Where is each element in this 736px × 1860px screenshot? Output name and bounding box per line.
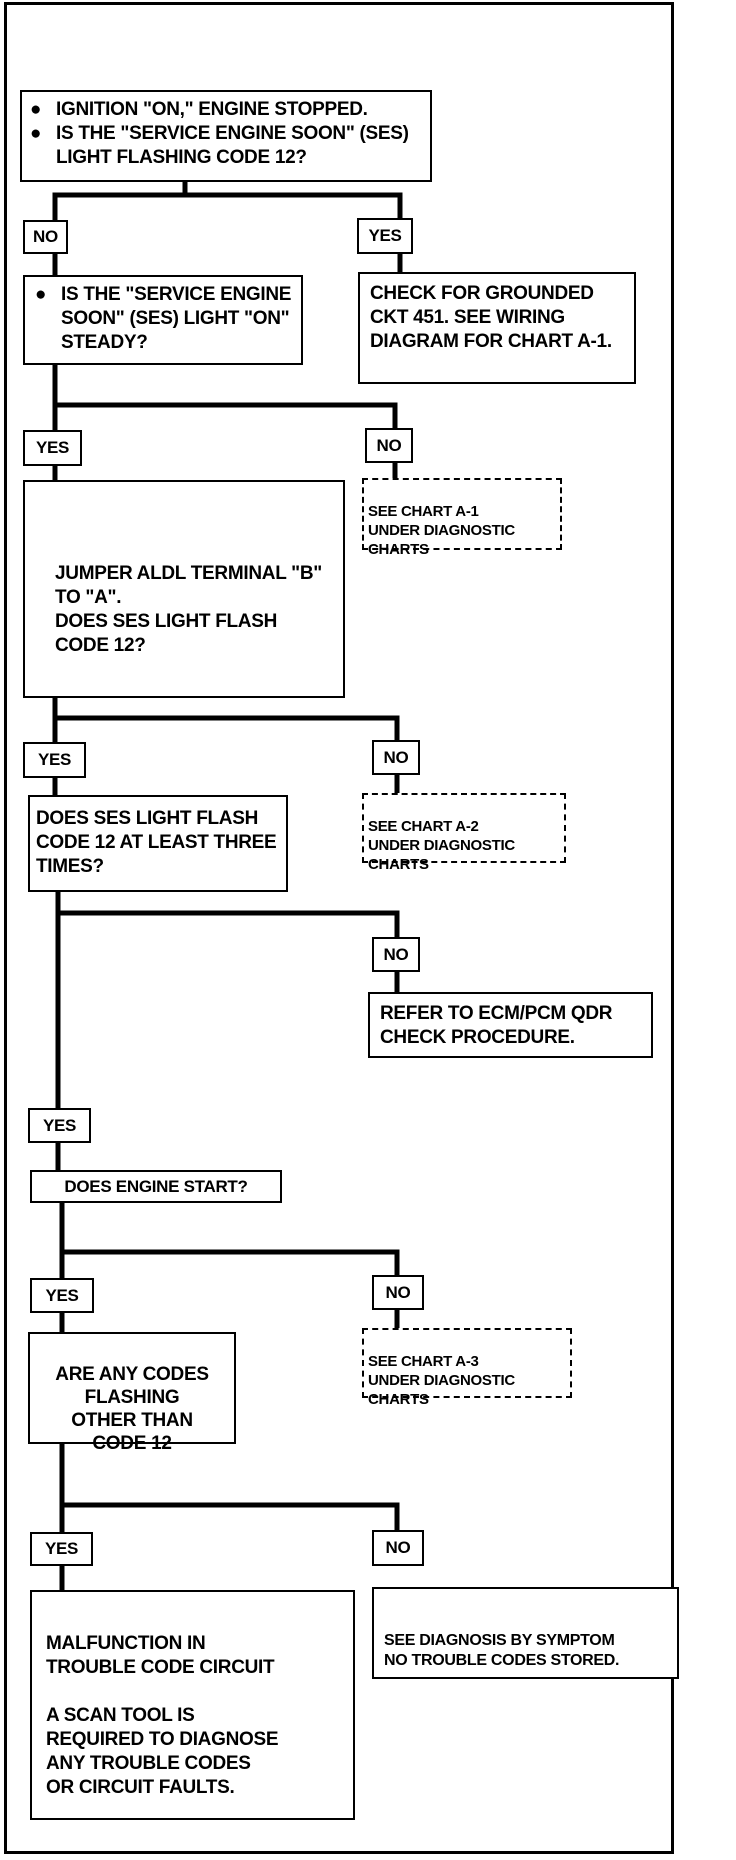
question-flash-three-times: DOES SES LIGHT FLASH CODE 12 AT LEAST TH… — [28, 795, 288, 892]
reference-chart-a1: SEE CHART A-1 UNDER DIAGNOSTIC CHARTS — [362, 478, 562, 558]
no-label-2: NO — [365, 428, 413, 463]
ref3-text: SEE CHART A-3 UNDER DIAGNOSTIC CHARTS — [368, 1353, 515, 1408]
no-label-5: NO — [372, 1275, 424, 1310]
bullet-line-1: ● IGNITION "ON," ENGINE STOPPED. — [30, 98, 422, 122]
question-jumper-aldl: JUMPER ALDL TERMINAL "B" TO "A". DOES SE… — [23, 480, 345, 698]
ref1-text: SEE CHART A-1 UNDER DIAGNOSTIC CHARTS — [368, 503, 515, 558]
yes-label-5: YES — [30, 1278, 94, 1313]
question-ignition-on: ● IGNITION "ON," ENGINE STOPPED. ● IS TH… — [20, 90, 432, 182]
result-diagnosis-by-symptom: SEE DIAGNOSIS BY SYMPTOM NO TROUBLE CODE… — [372, 1587, 679, 1679]
no-label-6: NO — [372, 1530, 424, 1566]
r2-text: REFER TO ECM/PCM QDR CHECK PROCEDURE. — [380, 1003, 613, 1048]
yes-label-1: YES — [357, 218, 413, 254]
no-label-4: NO — [372, 937, 420, 972]
q2-text: IS THE "SERVICE ENGINE SOON" (SES) LIGHT… — [61, 284, 292, 353]
question-ses-light-steady: ● IS THE "SERVICE ENGINE SOON" (SES) LIG… — [23, 275, 303, 365]
bullet-line-2: ● IS THE "SERVICE ENGINE SOON" (SES) LIG… — [30, 122, 422, 170]
yes-label-2: YES — [23, 430, 82, 466]
q1-line-2: IS THE "SERVICE ENGINE SOON" (SES) LIGHT… — [56, 123, 409, 168]
result-malfunction-trouble-code: MALFUNCTION IN TROUBLE CODE CIRCUIT A SC… — [30, 1590, 355, 1820]
q3-text: JUMPER ALDL TERMINAL "B" TO "A". DOES SE… — [55, 563, 322, 656]
yes-label-3: YES — [23, 742, 86, 778]
r1-text: CHECK FOR GROUNDED CKT 451. SEE WIRING D… — [370, 283, 612, 352]
no-label-1: NO — [23, 220, 68, 254]
ref2-text: SEE CHART A-2 UNDER DIAGNOSTIC CHARTS — [368, 818, 515, 873]
bullet-icon: ● — [30, 123, 42, 144]
result-refer-ecm-pcm-qdr: REFER TO ECM/PCM QDR CHECK PROCEDURE. — [368, 992, 653, 1058]
reference-chart-a3: SEE CHART A-3 UNDER DIAGNOSTIC CHARTS — [362, 1328, 572, 1408]
q1-line-1: IGNITION "ON," ENGINE STOPPED. — [56, 99, 368, 120]
q6-text: ARE ANY CODES FLASHING OTHER THAN CODE 1… — [55, 1364, 209, 1454]
result-check-grounded-ckt: CHECK FOR GROUNDED CKT 451. SEE WIRING D… — [358, 272, 636, 384]
question-engine-start: DOES ENGINE START? — [30, 1170, 282, 1203]
bullet-icon: ● — [30, 99, 42, 120]
yes-label-6: YES — [30, 1532, 93, 1566]
outer-frame — [4, 2, 674, 1854]
r4-text: SEE DIAGNOSIS BY SYMPTOM NO TROUBLE CODE… — [384, 1632, 620, 1669]
bullet-icon: ● — [35, 284, 47, 305]
reference-chart-a2: SEE CHART A-2 UNDER DIAGNOSTIC CHARTS — [362, 793, 566, 873]
yes-label-4: YES — [28, 1108, 91, 1143]
question-codes-flashing: ARE ANY CODES FLASHING OTHER THAN CODE 1… — [28, 1332, 236, 1454]
r3-text: MALFUNCTION IN TROUBLE CODE CIRCUIT A SC… — [46, 1633, 279, 1798]
bullet-line-q2: ● IS THE "SERVICE ENGINE SOON" (SES) LIG… — [35, 283, 293, 355]
no-label-3: NO — [372, 740, 420, 775]
q4-text: DOES SES LIGHT FLASH CODE 12 AT LEAST TH… — [36, 808, 277, 877]
